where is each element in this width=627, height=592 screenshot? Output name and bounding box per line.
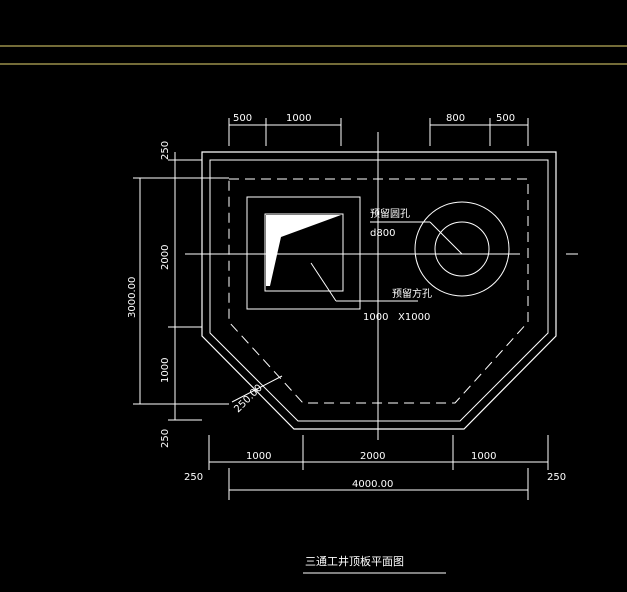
diag-dim-line [231, 375, 283, 403]
top-dim-500-right: 500 [496, 113, 515, 124]
square-hole-size-b: X1000 [398, 312, 430, 323]
bottom-dim-1000-right: 1000 [471, 451, 496, 462]
left-dim-3000: 3000.00 [127, 277, 138, 318]
bottom-end-250-left: 250 [184, 472, 203, 483]
round-hole-inner [434, 221, 490, 277]
square-hole-inner [264, 213, 344, 292]
bottom-end-250-right: 250 [547, 472, 566, 483]
drawing-title: 三通工井顶板平面图 [305, 554, 404, 568]
slab-outer-outline [201, 151, 557, 430]
top-dim-800: 800 [446, 113, 465, 124]
square-hole-hatch [266, 215, 341, 286]
round-hole-size: d800 [370, 228, 395, 239]
left-dim-250-bottom: 250 [160, 429, 171, 448]
overall-width: 4000.00 [352, 479, 393, 490]
round-hole-leader [429, 221, 463, 255]
top-dim-500-left: 500 [233, 113, 252, 124]
bottom-dim-1000-left: 1000 [246, 451, 271, 462]
square-hole-leader [310, 262, 337, 302]
left-dim-250-top: 250 [160, 141, 171, 160]
left-dim-1000: 1000 [160, 358, 171, 383]
square-hole-size-a: 1000 [363, 312, 388, 323]
round-hole-label: 预留圆孔 [370, 207, 410, 220]
left-dim-2000: 2000 [160, 245, 171, 270]
square-hole-label: 预留方孔 [392, 287, 432, 300]
slab-inner-outline [209, 159, 549, 422]
well-dashed-outline [228, 178, 529, 404]
round-hole-outer [414, 201, 510, 297]
top-dim-1000: 1000 [286, 113, 311, 124]
bottom-dim-2000: 2000 [360, 451, 385, 462]
square-hole-outer [246, 196, 361, 310]
